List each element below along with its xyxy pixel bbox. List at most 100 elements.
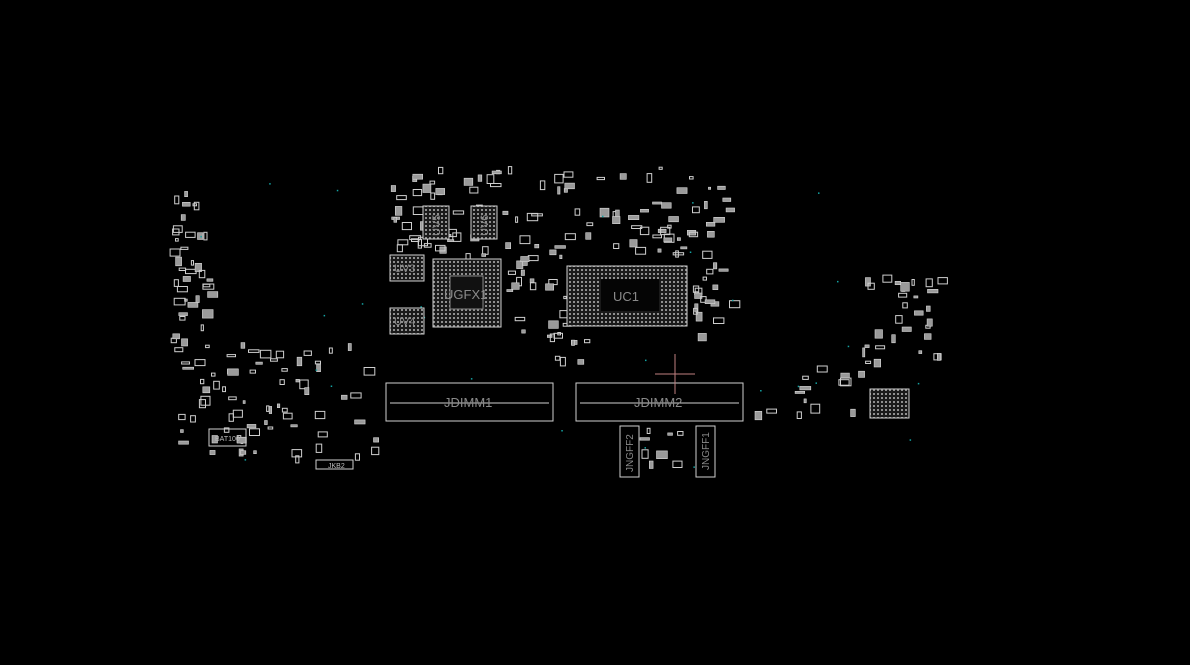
smd-component: [646, 427, 651, 434]
smd-component: [299, 379, 309, 390]
smd-component: [181, 361, 191, 365]
smd-component: [656, 450, 668, 459]
smd-component: [179, 316, 186, 321]
smd-component: [526, 212, 539, 222]
smd-component: [672, 252, 685, 256]
smd-component: [197, 232, 204, 240]
smd-component: [373, 437, 379, 443]
smd-component: [658, 166, 663, 170]
smd-component: [371, 446, 380, 456]
smd-component: [228, 396, 237, 401]
smd-component: [864, 344, 870, 348]
smd-component: [708, 186, 712, 190]
smd-component: [668, 216, 679, 223]
smd-component: [182, 202, 191, 207]
component-uv4[interactable]: UV4: [389, 307, 425, 335]
smd-component: [222, 386, 227, 393]
smd-component: [200, 378, 205, 385]
smd-component: [211, 435, 218, 444]
smd-component: [563, 295, 567, 300]
component-label: JNGFF2: [625, 434, 636, 472]
smd-component: [507, 166, 513, 175]
smd-component: [700, 296, 707, 303]
via: [693, 466, 695, 468]
smd-component: [316, 363, 321, 373]
smd-component: [412, 173, 423, 180]
via: [200, 235, 202, 238]
connector-jdimm2[interactable]: JDIMM2: [575, 382, 744, 422]
smd-component: [520, 256, 530, 262]
component-uv5[interactable]: UV5: [422, 205, 450, 240]
smd-component: [390, 185, 396, 192]
smd-component: [612, 216, 621, 224]
smd-component: [873, 358, 881, 368]
smd-component: [412, 189, 423, 197]
smd-component: [393, 217, 397, 223]
smd-component: [266, 405, 270, 412]
smd-component: [584, 339, 591, 344]
smd-component: [796, 411, 802, 419]
smd-component: [396, 244, 403, 253]
smd-component: [422, 183, 432, 193]
smd-component: [397, 239, 409, 246]
smd-component: [712, 284, 719, 290]
via: [644, 447, 646, 449]
component-bat100[interactable]: BAT100: [208, 428, 247, 447]
smd-component: [401, 222, 412, 231]
smd-component: [725, 207, 735, 213]
smd-component: [447, 239, 455, 243]
smd-component: [667, 432, 673, 436]
smd-component: [799, 386, 812, 391]
component-ugfx1[interactable]: UGFX1: [432, 258, 502, 328]
smd-component: [516, 260, 524, 269]
connector-jngff1[interactable]: JNGFF1: [695, 425, 716, 478]
small-components: [169, 166, 948, 469]
smd-component: [192, 203, 197, 207]
smd-component: [514, 316, 526, 322]
smd-component: [686, 230, 697, 236]
via: [847, 345, 850, 348]
smd-component: [554, 355, 561, 361]
smd-component: [275, 350, 285, 359]
component-uv3[interactable]: UV3: [389, 254, 425, 282]
smd-component: [599, 207, 610, 218]
smd-component: [913, 295, 919, 299]
component-uc1[interactable]: UC1: [566, 265, 688, 327]
connector-jkb2[interactable]: JKB2: [315, 459, 354, 470]
smd-component: [296, 356, 303, 367]
smd-component: [194, 359, 206, 367]
via: [645, 359, 647, 362]
smd-component: [693, 307, 698, 315]
smd-component: [174, 347, 184, 353]
smd-component: [754, 410, 763, 421]
smd-component: [249, 369, 257, 374]
smd-component: [187, 302, 199, 308]
smd-component: [227, 368, 239, 376]
smd-component: [704, 299, 716, 304]
smd-component: [571, 339, 575, 346]
smd-component: [867, 282, 875, 290]
connector-jdimm1[interactable]: JDIMM1: [385, 382, 554, 422]
smd-component: [850, 408, 856, 417]
connector-jngff2[interactable]: JNGFF2: [619, 425, 640, 478]
smd-component: [255, 361, 263, 365]
component-uv6[interactable]: UV6: [470, 205, 498, 240]
smd-component: [481, 253, 487, 257]
smd-component: [713, 262, 718, 270]
smd-component: [554, 245, 566, 249]
smd-component: [529, 278, 535, 283]
smd-component: [203, 231, 208, 241]
smd-component: [202, 386, 211, 394]
smd-component: [702, 276, 707, 281]
smd-component: [707, 231, 715, 238]
smd-component: [276, 403, 281, 408]
smd-component: [694, 292, 703, 299]
component-right-bga[interactable]: [869, 388, 910, 419]
smd-component: [267, 426, 274, 430]
smd-component: [394, 206, 403, 216]
smd-component: [705, 222, 716, 227]
component-label: UV4: [394, 316, 415, 328]
smd-component: [502, 210, 509, 215]
smd-component: [586, 222, 594, 227]
